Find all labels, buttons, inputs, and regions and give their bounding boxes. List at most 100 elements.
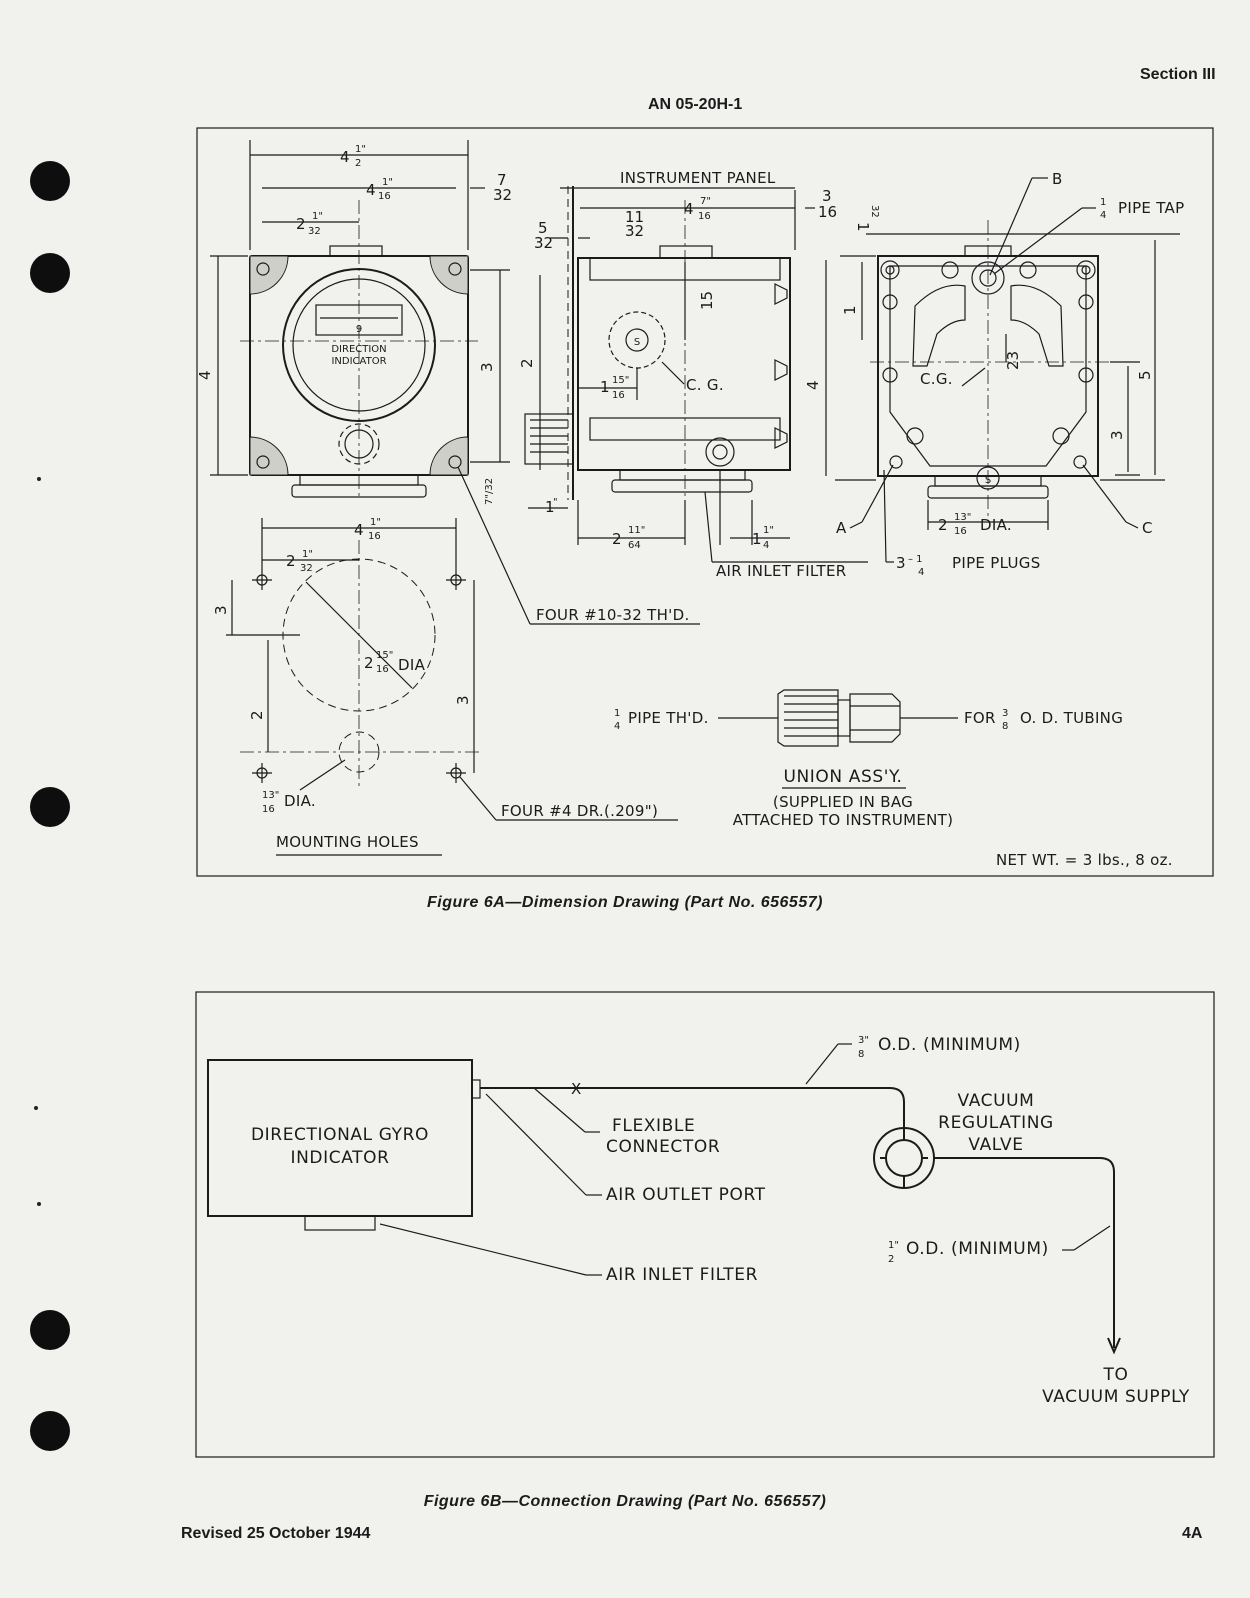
pipe-thd-label: PIPE TH'D. bbox=[628, 709, 709, 727]
frac: 13" bbox=[262, 790, 279, 801]
x-mark: X bbox=[571, 1080, 582, 1098]
binder-hole bbox=[30, 161, 70, 201]
frac: 16 bbox=[818, 203, 837, 221]
doc-number: AN 05-20H-1 bbox=[648, 96, 743, 113]
frac: 32 bbox=[534, 234, 553, 252]
union-assembly: 1 4 PIPE TH'D. FOR 3 8 O. D. TUBING UNIO… bbox=[614, 689, 1173, 869]
frac: 32 bbox=[308, 226, 321, 237]
cg-back-label: C.G. bbox=[920, 370, 953, 388]
dim-23-32: 23 bbox=[1004, 351, 1022, 370]
frac: 11" bbox=[628, 525, 645, 536]
dim-4-11-32: 4 bbox=[196, 370, 214, 380]
frac: 32 bbox=[493, 186, 512, 204]
frac: 3 bbox=[1002, 708, 1008, 719]
dim-1-1-8: 1 bbox=[841, 305, 859, 315]
binder-hole bbox=[30, 787, 70, 827]
frac: 15" bbox=[376, 650, 393, 661]
air-inlet-filter-label: AIR INLET FILTER bbox=[606, 1265, 758, 1285]
figure-6b-connection-drawing: DIRECTIONAL GYRO INDICATOR X 3" 8 O.D. (… bbox=[195, 991, 1215, 1458]
dim-4-7-16: 4 bbox=[684, 200, 694, 218]
dim-4-1-16: 4 bbox=[366, 181, 376, 199]
frac: 1 bbox=[614, 708, 620, 719]
dim-5-32: 5 bbox=[538, 219, 548, 237]
supplied-line-1: (SUPPLIED IN BAG bbox=[773, 793, 913, 811]
air-outlet-port-label: AIR OUTLET PORT bbox=[606, 1185, 766, 1205]
frac: 1" bbox=[382, 177, 393, 188]
back-dimensions: B PIPE TAP 1 4 4 1 23 C.G. 3 5 2 13" 16 … bbox=[804, 170, 1184, 578]
gyro-line-2: INDICATOR bbox=[291, 1148, 390, 1168]
frac: 2 bbox=[355, 158, 361, 169]
frac: 3" bbox=[858, 1035, 869, 1046]
frac: 1" bbox=[312, 211, 323, 222]
gyro-line-1: DIRECTIONAL GYRO bbox=[251, 1125, 429, 1145]
frac: 2 bbox=[888, 1254, 894, 1265]
supplied-line-2: ATTACHED TO INSTRUMENT) bbox=[733, 811, 954, 829]
frac: 1" bbox=[355, 144, 366, 155]
mh-dim-3-29-32: 3 bbox=[454, 695, 472, 705]
frac: 4 bbox=[918, 567, 924, 578]
frac: 32 bbox=[869, 205, 880, 218]
dim-3-1-4-plugs: 3 bbox=[896, 554, 906, 572]
air-inlet-filter-label: AIR INLET FILTER bbox=[716, 562, 847, 580]
frac: 16 bbox=[368, 531, 381, 542]
flexible-line-2: CONNECTOR bbox=[606, 1137, 720, 1157]
to-line-1: TO bbox=[1103, 1365, 1129, 1385]
front-view: 9 DIRECTION INDICATOR bbox=[240, 200, 478, 500]
valve-line-3: VALVE bbox=[968, 1135, 1023, 1155]
mounting-holes: 4 1" 16 2 1" 32 3 2 3 2 15" 16 DIA 13" 1… bbox=[212, 466, 700, 856]
dim-5-3-16: 5 bbox=[1136, 370, 1154, 380]
frac: 15" bbox=[612, 375, 629, 386]
dia-label: DIA. bbox=[980, 516, 1012, 534]
mh-dim-2-15-16: 2 bbox=[364, 654, 374, 672]
dim-4-29-32: 4 bbox=[804, 380, 822, 390]
frac: 16 bbox=[612, 390, 625, 401]
frac: 8 bbox=[858, 1049, 864, 1060]
b-label: B bbox=[1052, 170, 1063, 188]
frac: 4 bbox=[1100, 210, 1106, 221]
frac: 4 bbox=[614, 721, 620, 732]
speck bbox=[37, 477, 41, 481]
speck bbox=[34, 1106, 38, 1110]
s-mark-side: S bbox=[634, 337, 640, 348]
mh-dim-3-8: 3 bbox=[212, 605, 230, 615]
union-assy-label: UNION ASS'Y. bbox=[783, 767, 902, 787]
frac: 1" bbox=[370, 517, 381, 528]
frac: 16 bbox=[954, 526, 967, 537]
dim-15-16: 15 bbox=[698, 291, 716, 310]
dim-2-13-16: 2 bbox=[938, 516, 948, 534]
flexible-line-1: FLEXIBLE bbox=[612, 1116, 695, 1136]
frac: 1 bbox=[1100, 197, 1106, 208]
mh-dim-2-3-32: 2 bbox=[248, 710, 266, 720]
dim-1: 1 bbox=[545, 498, 555, 516]
dial-text-1: DIRECTION bbox=[331, 344, 386, 355]
dim-2-1-32: 2 bbox=[296, 215, 306, 233]
section-label: Section III bbox=[1140, 66, 1216, 83]
od-tubing-label: O. D. TUBING bbox=[1020, 709, 1123, 727]
dim-4-1-2: 4 bbox=[340, 148, 350, 166]
dim-7-32: 7 bbox=[497, 171, 507, 189]
to-line-2: VACUUM SUPPLY bbox=[1042, 1387, 1190, 1407]
figure-6a-caption: Figure 6A—Dimension Drawing (Part No. 65… bbox=[427, 894, 823, 911]
frac: – 1 bbox=[908, 554, 923, 565]
frac: 16 bbox=[376, 664, 389, 675]
frac: " bbox=[553, 497, 558, 508]
frac: 16 bbox=[262, 804, 275, 815]
od-1-2-label: O.D. (MINIMUM) bbox=[906, 1239, 1049, 1259]
dia-13-16-label: DIA. bbox=[284, 792, 316, 810]
binder-hole bbox=[30, 253, 70, 293]
mh-dim-2-1-32: 2 bbox=[286, 552, 296, 570]
frac: 16 bbox=[378, 191, 391, 202]
back-view: S bbox=[870, 220, 1110, 520]
four-10-32-label: FOUR #10-32 TH'D. bbox=[536, 606, 690, 624]
binder-hole bbox=[30, 1411, 70, 1451]
mh-dim-4-1-16: 4 bbox=[354, 521, 364, 539]
side-view: S bbox=[524, 186, 791, 500]
pipe-plugs-label: PIPE PLUGS bbox=[952, 554, 1041, 572]
figure-6a-dimension-drawing: 9 DIRECTION INDICATOR 4 1" 2 4 1" 16 2 1… bbox=[196, 127, 1214, 877]
pipe-tap-label: PIPE TAP bbox=[1118, 199, 1184, 217]
frac: 7" bbox=[700, 196, 711, 207]
dim-1-15-16: 1 bbox=[600, 378, 610, 396]
cg-side-label: C. G. bbox=[686, 376, 724, 394]
frac: 13" bbox=[954, 512, 971, 523]
dim-3-29-32: 3 bbox=[478, 362, 496, 372]
